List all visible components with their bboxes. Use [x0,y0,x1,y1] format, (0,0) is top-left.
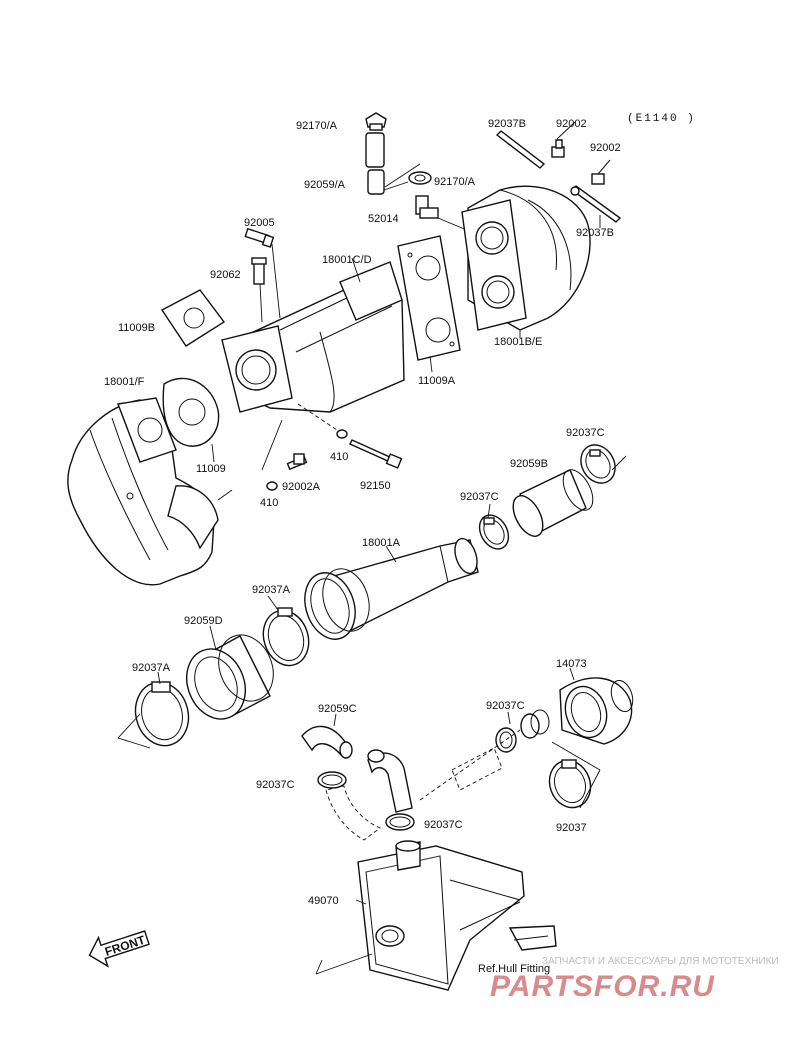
watermark-tagline: ЗАПЧАСТИ И АКСЕССУАРЫ ДЛЯ МОТОТЕХНИКИ [542,956,779,967]
elbow-hose-92059c [301,725,413,813]
ref-hull-fitting-note: Ref.Hull Fitting [478,963,550,975]
label-18001a: 18001A [362,537,401,549]
label-92059b: 92059B [510,458,548,470]
bolt-92150 [349,439,403,469]
watermark-logo: PARTSFOR.RU [490,970,715,1003]
label-92037: 92037 [556,822,587,834]
label-92002-b: 92002 [590,142,621,154]
strap-92037b-right [570,185,622,223]
label-92059a: 92059/A [304,179,346,191]
clamp-92037a-left [134,681,190,747]
washer-410-b [266,481,278,491]
label-92170a-mid: 92170/A [434,176,476,188]
label-92037a-left: 92037A [132,662,171,674]
bolt-92002-b [591,159,611,185]
plug-92062 [251,257,267,285]
hull-fitting [508,925,557,951]
label-92037b-right: 92037B [576,227,614,239]
clamp-92037c-lower-middle [495,727,517,753]
strap-92037b-top [495,130,546,169]
label-11009: 11009 [196,463,226,475]
label-14073: 14073 [556,658,587,670]
clamp-92037c-middle [478,514,510,550]
front-direction-arrow: FRONT [88,930,150,968]
clamp-92037c-left-bottom [317,771,347,789]
hose-fitting-92170a-mid [408,171,432,185]
clamp-92037c-right [580,444,616,484]
hose-92059d [186,634,274,720]
figure-code: (E1140 ) [627,113,696,125]
label-92005: 92005 [244,217,275,229]
hose-92059b [512,469,594,537]
exhaust-cone-18001a [304,537,479,640]
label-18001f: 18001/F [104,376,145,388]
label-92062: 92062 [210,269,241,281]
hose-92059a [365,132,385,195]
label-18001cd: 18001C/D [322,254,372,266]
bolt-92002a [286,453,308,471]
label-92059d: 92059D [184,615,223,627]
water-box-49070 [357,840,525,991]
label-92037c-bottom: 92037C [424,819,463,831]
exhaust-chamber-18001f [67,397,219,586]
exhaust-manifold-18001cd [221,261,405,413]
label-92002a: 92002A [282,481,321,493]
resonator-14073 [559,677,634,745]
label-92037c-left-bottom: 92037C [256,779,295,791]
label-410-a: 410 [330,451,348,463]
label-11009a: 11009A [418,375,456,387]
clamp-92037-bottom [548,759,592,809]
washer-410-a [336,429,348,439]
dashed-hose-92059c [325,785,381,841]
label-92037c-middle: 92037C [460,491,499,503]
label-92170a-top: 92170/A [296,120,338,132]
label-92002-a: 92002 [556,118,587,130]
front-arrow-label: FRONT [103,933,147,959]
label-92037a-middle: 92037A [252,584,291,596]
label-92037c-right: 92037C [566,427,605,439]
gasket-11009 [162,377,220,447]
exhaust-chamber-18001be [461,185,591,331]
gasket-11009a [397,235,461,361]
hose-fitting-92170a-top [365,112,387,131]
label-92037b-top: 92037B [488,118,526,130]
clamp-92037c-bottom [385,813,415,831]
label-18001be: 18001B/E [494,336,542,348]
bolt-92005 [244,227,275,248]
label-410-b: 410 [260,497,278,509]
clamp-92037c-14073 [520,709,550,739]
dashed-hose-link [451,747,503,791]
elbow-fitting-52014 [415,195,439,219]
label-92150: 92150 [360,480,391,492]
label-49070: 49070 [308,895,339,907]
label-11009b: 11009B [118,322,155,334]
label-52014: 52014 [368,213,399,225]
bolt-92002-a [551,121,576,158]
gasket-11009b [160,289,226,347]
clamp-92037a-middle [262,607,310,667]
label-92037c-14073: 92037C [486,700,525,712]
label-92059c: 92059C [318,703,357,715]
